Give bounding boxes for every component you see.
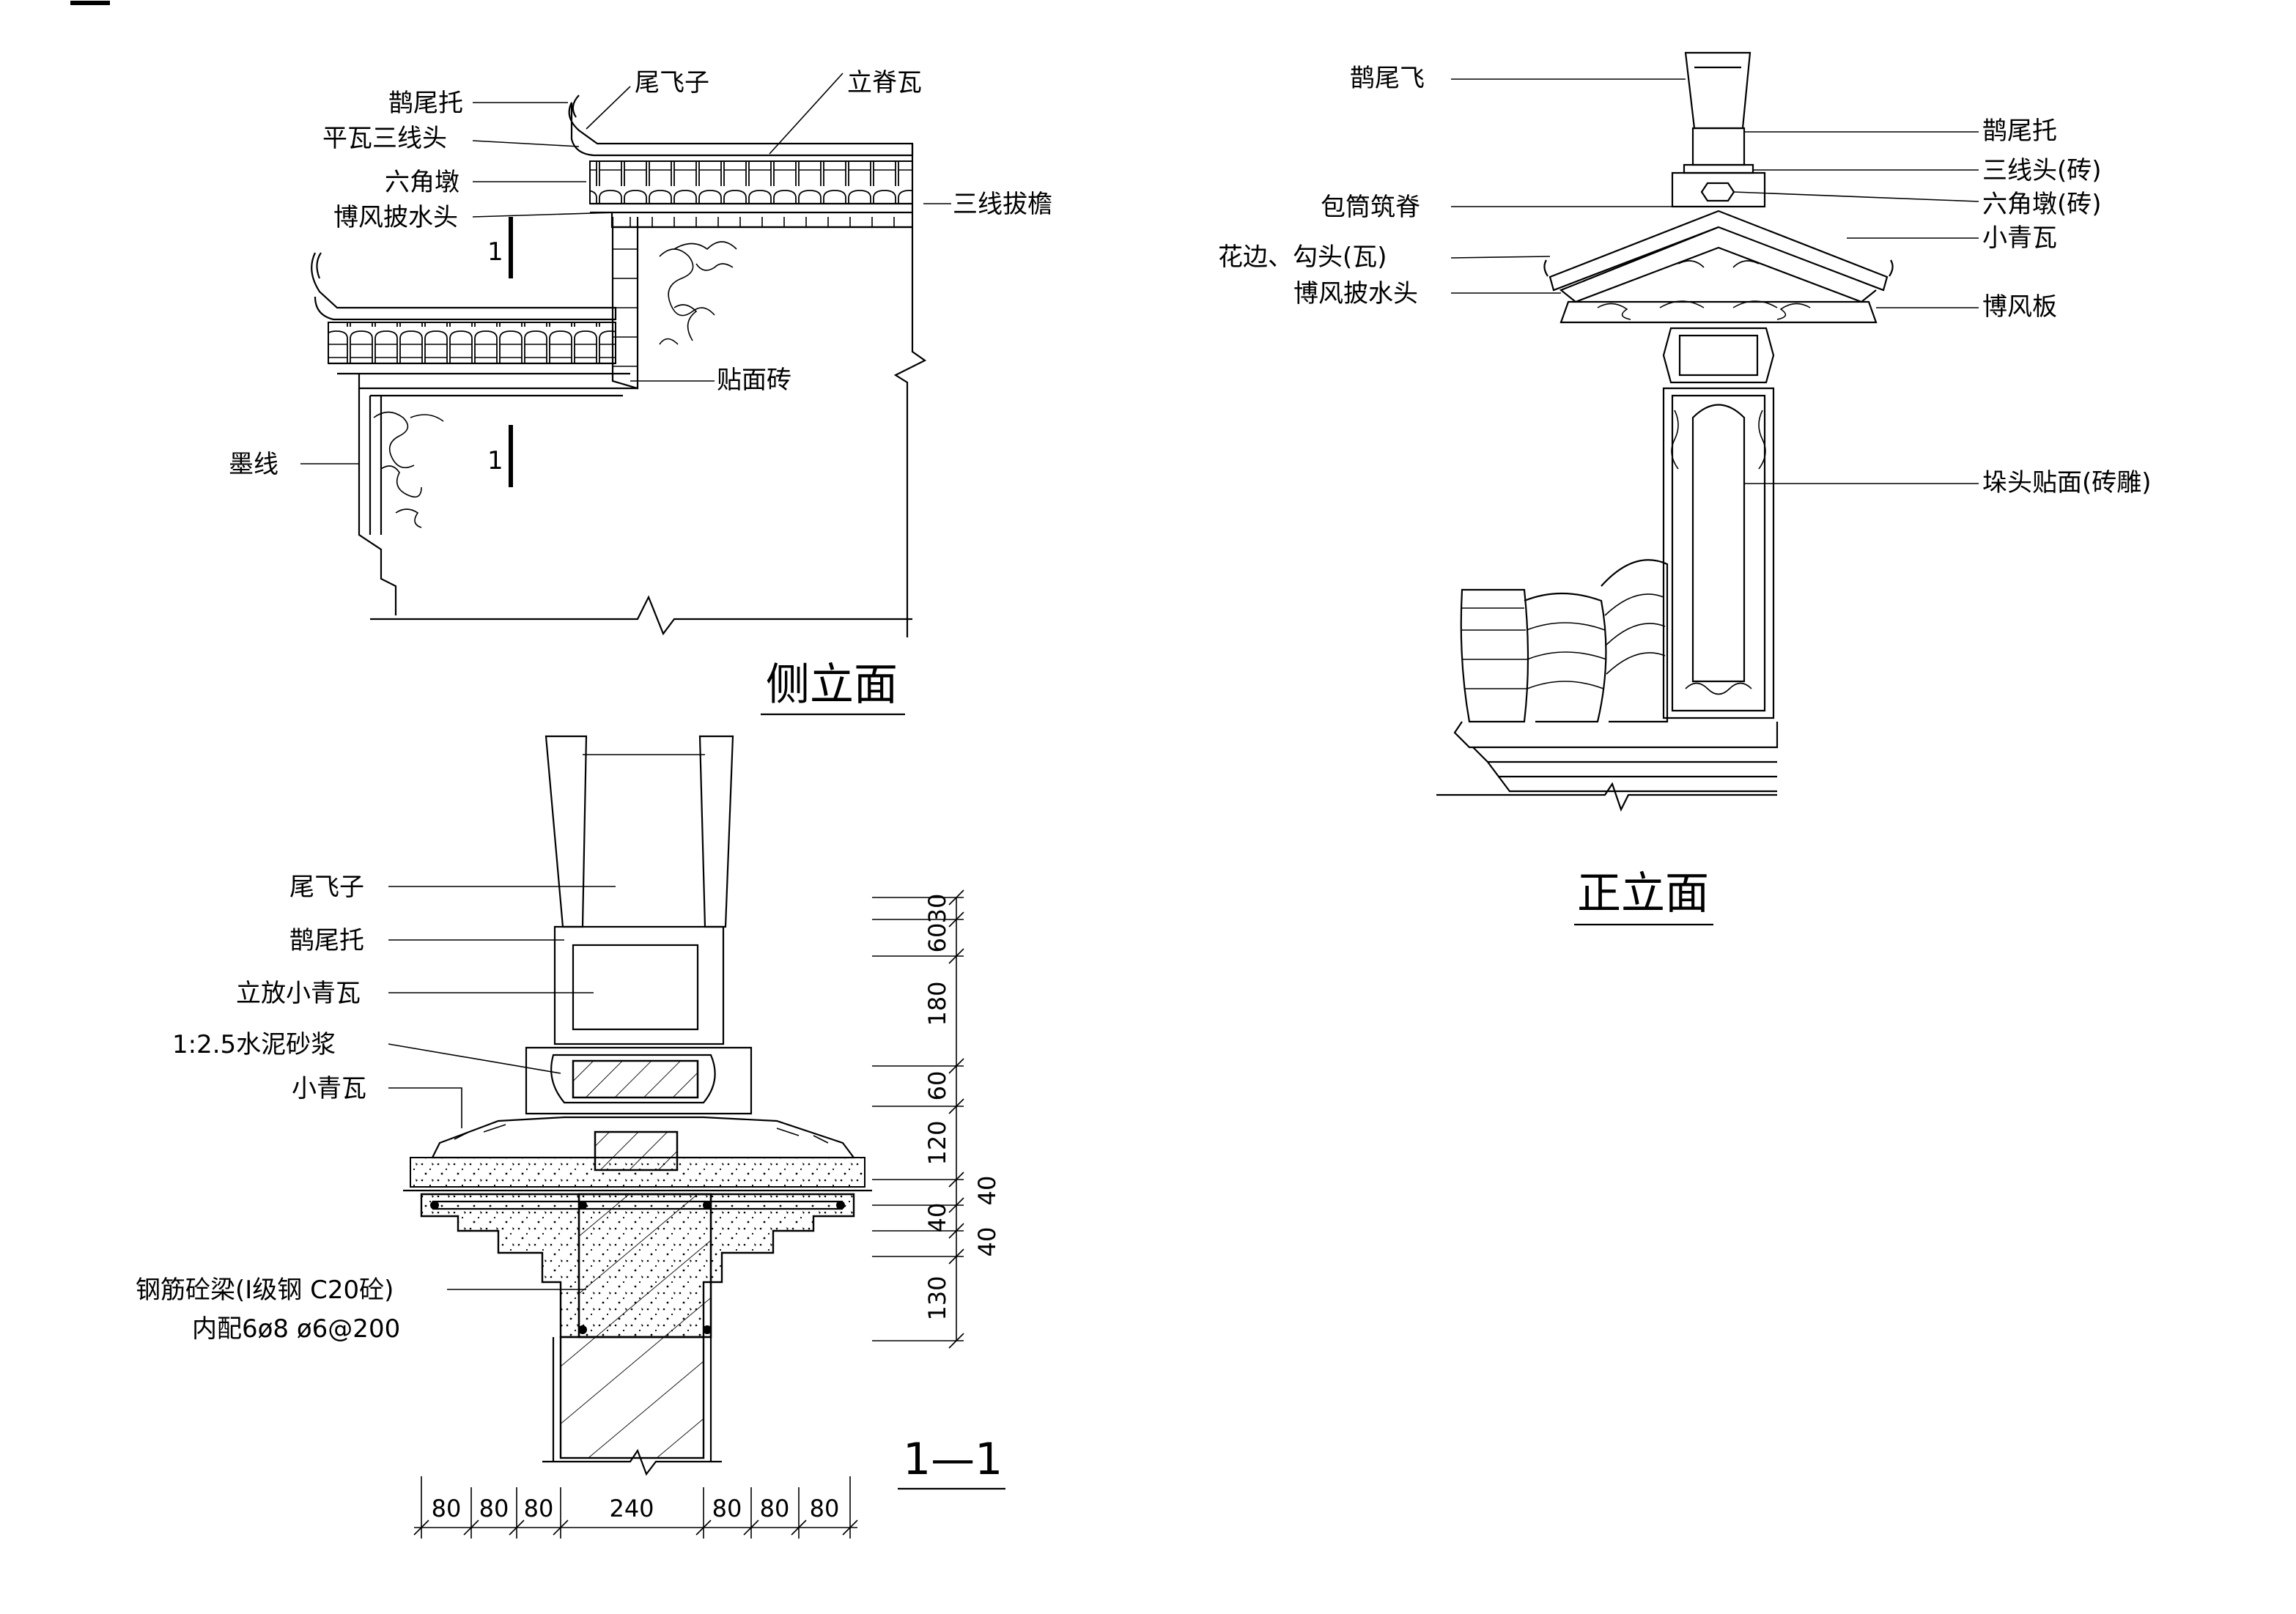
hdim-80d: 80 [712,1495,742,1522]
front-leaders [1450,78,1979,484]
label-bofengban: 博风板 [1982,292,2057,322]
upper-roof [568,95,914,229]
front-drums [1436,559,1779,812]
hdim-80c: 80 [524,1495,554,1522]
label-liujiao: 六角墩 [385,168,459,197]
section-mark-top: 1 [487,237,503,267]
label-liji: 立脊瓦 [847,68,922,97]
hdim-80a: 80 [432,1495,462,1522]
vdim-60a: 60 [923,923,951,953]
label-sec-weifeizi: 尾飞子 [289,873,364,902]
side-elevation: 1 1 鹊尾托 尾飞子 立脊瓦 平瓦三线头 六角墩 博风披水头 三线拔檐 贴面砖… [229,68,1052,716]
vdim-180: 180 [923,981,951,1026]
label-front-bofeng: 博风披水头 [1293,279,1418,308]
label-sanxiantou: 三线头(砖) [1982,156,2102,185]
label-duotou: 垛头贴面(砖雕) [1982,468,2152,497]
label-sec-queweituo: 鹊尾托 [289,926,364,955]
front-elevation: 鹊尾飞 鹊尾托 三线头(砖) 六角墩(砖) 包筒筑脊 小青瓦 花边、勾头(瓦) … [1218,51,2152,926]
vdim-40a: 40 [973,1176,1001,1206]
hdim-80f: 80 [810,1495,840,1522]
lower-roof [311,252,638,390]
label-queweifei: 鹊尾飞 [1350,64,1425,93]
vdim-130: 130 [923,1276,951,1320]
vdim-60b: 60 [923,1071,951,1101]
label-weifeizi: 尾飞子 [635,68,709,97]
side-body [358,144,927,637]
side-leaders [300,73,951,464]
label-beam-2: 内配6ø8 ø6@200 [192,1314,400,1344]
label-liujiaodun: 六角墩(砖) [1982,190,2102,219]
hdim-240: 240 [609,1495,654,1522]
label-huabian: 花边、勾头(瓦) [1218,243,1387,272]
title-section: 1—1 [903,1434,1003,1485]
label-moxian: 墨线 [229,450,278,479]
section-1-1: 30 60 180 60 120 40 40 40 130 80 80 80 2… [136,735,1005,1539]
vdim-120: 120 [923,1120,951,1165]
label-tiemian: 贴面砖 [717,366,791,395]
label-lifang: 立放小青瓦 [236,979,361,1008]
label-queweituo: 鹊尾托 [388,89,463,118]
vdim-30: 30 [923,894,951,924]
label-sec-xiaoqingwa: 小青瓦 [292,1074,366,1103]
label-front-xiaoqingwa: 小青瓦 [1982,223,2057,253]
title-side-elevation: 侧立面 [766,659,898,711]
rc-beam [420,1193,855,1339]
vertical-dimensions: 30 60 180 60 120 40 40 40 130 [872,889,1001,1349]
horizontal-dimensions: 80 80 80 240 80 80 80 [413,1476,858,1539]
vdim-40c: 40 [973,1227,1001,1257]
section-mark-bottom: 1 [487,446,503,475]
label-shajiang: 1:2.5水泥砂浆 [172,1030,336,1059]
label-bofeng: 博风披水头 [333,203,458,232]
title-front-elevation: 正立面 [1577,868,1709,919]
section-marks: 1 1 [487,217,513,487]
vdim-40b: 40 [923,1203,951,1233]
hdim-80e: 80 [760,1495,790,1522]
label-baotong: 包筒筑脊 [1321,193,1420,222]
label-sanxian: 三线拔檐 [953,190,1052,219]
hdim-80b: 80 [479,1495,509,1522]
section-leaders [388,886,616,1290]
label-front-queweituo: 鹊尾托 [1982,116,2057,146]
label-beam-1: 钢筋砼梁(I级钢 C20砼) [136,1276,394,1305]
label-pingwa: 平瓦三线头 [322,124,447,153]
